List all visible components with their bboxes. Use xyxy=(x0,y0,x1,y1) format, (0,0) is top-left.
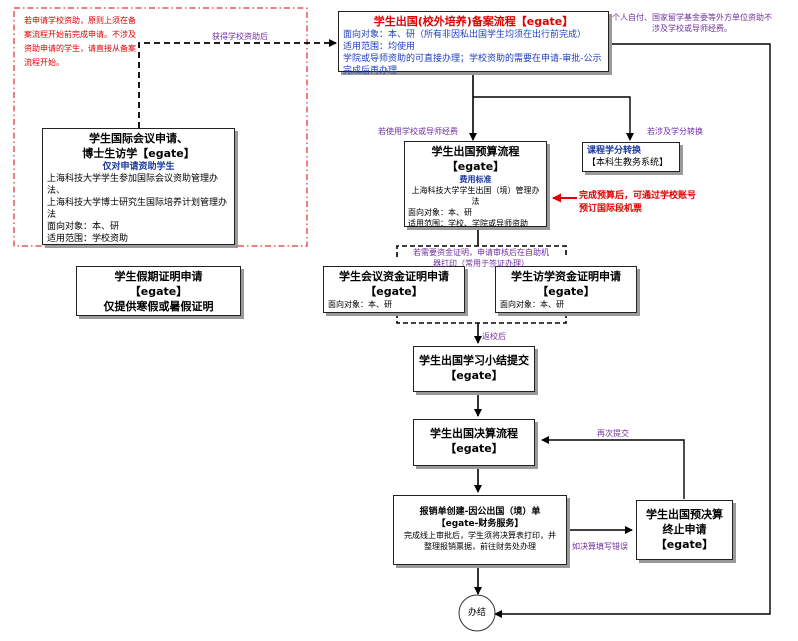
fund-conf-line: 面向对象：本、研 xyxy=(328,300,392,309)
budget-line: 面向对象：本、研 xyxy=(408,208,472,217)
budget-box[interactable]: 学生出国预算流程 【egate】 费用标准 上海科技大学学生出国（境）管理办法 … xyxy=(404,141,547,228)
main-line: 学院或导师资助的可直接办理；学校资助的需要在申请-审批-公示完成后再办理 xyxy=(343,54,602,76)
school-funding-region xyxy=(13,7,308,247)
budget-line: 适用范围：学校、学院或导师资助 xyxy=(408,219,528,228)
arrow-main-to-credit xyxy=(473,96,634,141)
final-title: 学生出国决算流程 xyxy=(430,427,518,440)
holiday-proof-box[interactable]: 学生假期证明申请 【egate】 仅提供寒假或暑假证明 xyxy=(76,266,241,316)
main-registration-box[interactable]: 学生出国(校外培养)备案流程【egate】 面向对象：本、研（所有非因私出国学生… xyxy=(338,11,609,76)
label-use-funds: 若使用学校或导师经费 xyxy=(378,127,458,136)
fund-visit-title: 【egate】 xyxy=(537,285,595,298)
fund-conf-title: 学生会议资金证明申请 xyxy=(339,270,449,283)
label-error: 如决算填写错误 xyxy=(572,542,628,551)
conference-application-box[interactable]: 学生国际会议申请、 博士生访学【egate】 仅对申请资助学生 上海科技大学学生… xyxy=(42,128,235,245)
conference-line: 上海科技大学学生参加国际会议资助管理办法、 xyxy=(47,174,219,196)
label-if-credit: 若涉及学分转换 xyxy=(647,127,703,136)
visit-fund-proof-box[interactable]: 学生访学资金证明申请 【egate】 面向对象：本、研 xyxy=(495,266,637,313)
conference-title: 学生国际会议申请、 xyxy=(89,132,188,145)
conference-line: 适用范围：学校资助 xyxy=(47,234,129,244)
arrow-main-to-end xyxy=(494,43,771,618)
final-title: 【egate】 xyxy=(445,442,503,455)
fund-visit-line: 面向对象：本、研 xyxy=(500,300,564,309)
conference-fund-proof-box[interactable]: 学生会议资金证明申请 【egate】 面向对象：本、研 xyxy=(323,266,465,313)
conference-title: 博士生访学【egate】 xyxy=(82,147,195,160)
reimb-line: 完成线上审批后，学生须将决算表打印，并 xyxy=(404,531,556,540)
main-line: 适用范围：均使用 xyxy=(343,42,416,52)
fund-proof-group-top xyxy=(396,245,567,257)
label-returned: 返校后 xyxy=(482,332,506,341)
self-funded-note: 个人自付、国家留学基金委等外方单位资助不涉及学校或导师经费。 xyxy=(612,13,772,33)
funding-note: 若申请学校资助，原则上须在备案流程开始前完成申请。不涉及资助申请的学生，请直接从… xyxy=(24,16,136,67)
holiday-title: 学生假期证明申请 xyxy=(114,270,203,283)
arrow-conf-to-main xyxy=(138,39,337,128)
budget-title: 学生出国预算流程 xyxy=(431,145,520,158)
conference-subtitle: 仅对申请资助学生 xyxy=(102,162,175,172)
reimb-title: 【egate-财务服务】 xyxy=(436,519,524,529)
final-accounts-box[interactable]: 学生出国决算流程 【egate】 xyxy=(413,419,535,466)
label-fund-proof: 若需要资金证明，申请审核后在自助机器打印（常用于签证办理） xyxy=(413,248,549,268)
terminate-title: 学生出国预决算 xyxy=(646,508,723,521)
summary-title: 【egate】 xyxy=(445,369,503,382)
budget-line: 上海科技大学学生出国（境）管理办法 xyxy=(411,186,540,206)
main-line: 面向对象：本、研（所有非因私出国学生均须在出行前完成） xyxy=(343,30,587,40)
reimb-title: 报销单创建-因公出国（境）单 xyxy=(419,507,541,517)
label-resubmit: 再次提交 xyxy=(597,429,629,438)
fund-visit-title: 学生访学资金证明申请 xyxy=(511,270,621,283)
main-registration-title: 学生出国(校外培养)备案流程【egate】 xyxy=(373,15,574,28)
holiday-title: 【egate】 xyxy=(129,285,188,298)
study-summary-box[interactable]: 学生出国学习小结提交 【egate】 xyxy=(413,346,535,392)
ticket-note: 完成预算后，可通过学校账号预订国际段机票 xyxy=(579,191,697,214)
budget-subtitle: 费用标准 xyxy=(459,175,492,184)
conference-line: 上海科技大学博士研究生国际培养计划管理办法 xyxy=(47,198,228,220)
credit-title: 课程学分转换 xyxy=(587,146,642,156)
end-label: 办结 xyxy=(467,608,486,618)
fund-conf-title: 【egate】 xyxy=(365,285,423,298)
fund-proof-group-bottom xyxy=(396,313,567,324)
reimb-line: 整理报销票据，前往财务处办理 xyxy=(424,542,536,551)
terminate-title: 【egate】 xyxy=(655,538,714,551)
credit-line: 【本科生教务系统】 xyxy=(587,158,669,168)
holiday-title: 仅提供寒假或暑假证明 xyxy=(103,300,214,313)
summary-title: 学生出国学习小结提交 xyxy=(419,354,529,367)
end-node xyxy=(458,594,496,632)
conference-line: 面向对象：本、研 xyxy=(47,222,120,232)
label-get-funding: 获得学校资助后 xyxy=(212,32,268,41)
arrow-terminate-to-final xyxy=(541,436,685,499)
terminate-box[interactable]: 学生出国预决算 终止申请 【egate】 xyxy=(636,500,733,560)
terminate-title: 终止申请 xyxy=(662,523,707,536)
reimbursement-box[interactable]: 报销单创建-因公出国（境）单 【egate-财务服务】 完成线上审批后，学生须将… xyxy=(393,495,567,565)
credit-transfer-box[interactable]: 课程学分转换 【本科生教务系统】 xyxy=(582,142,680,172)
budget-title: 【egate】 xyxy=(446,160,505,173)
